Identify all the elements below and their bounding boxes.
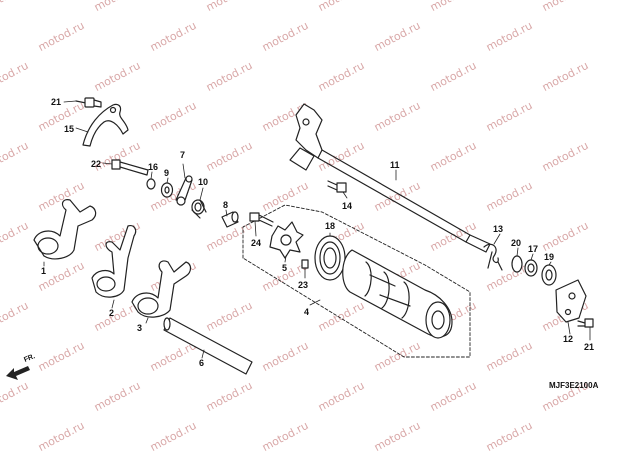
part-number-22[interactable]: 22 <box>91 159 102 169</box>
gearshift-spindle-11 <box>289 103 491 253</box>
seal-19 <box>541 264 557 286</box>
part-number-19[interactable]: 19 <box>544 252 555 262</box>
collar-20 <box>511 255 523 273</box>
bolt-14 <box>327 180 347 193</box>
bolt-22 <box>111 159 149 176</box>
part-number-6[interactable]: 6 <box>199 358 205 368</box>
washer-9 <box>160 182 174 198</box>
part-number-24[interactable]: 24 <box>251 238 262 248</box>
part-number-5[interactable]: 5 <box>282 263 288 273</box>
part-number-15[interactable]: 15 <box>64 124 75 134</box>
collar-16 <box>146 178 156 190</box>
part-number-13[interactable]: 13 <box>493 224 504 234</box>
stopper-plate-15 <box>82 103 129 147</box>
part-number-18[interactable]: 18 <box>325 221 336 231</box>
plate-12 <box>555 279 587 323</box>
shift-fork-3 <box>131 260 192 318</box>
part-number-7[interactable]: 7 <box>180 150 186 160</box>
bolt-24 <box>249 212 274 227</box>
part-number-3[interactable]: 3 <box>137 323 143 333</box>
part-number-21-top[interactable]: 21 <box>51 97 62 107</box>
part-number-10[interactable]: 10 <box>198 177 209 187</box>
part-number-11[interactable]: 11 <box>390 160 400 170</box>
dowel-8 <box>221 211 239 228</box>
shift-drum-4 <box>342 249 453 339</box>
fork-shaft-6 <box>163 317 253 375</box>
part-number-9[interactable]: 9 <box>164 168 170 178</box>
part-number-16[interactable]: 16 <box>148 162 159 172</box>
part-number-8[interactable]: 8 <box>223 200 229 210</box>
leader-lines <box>43 100 591 359</box>
drum-center-5 <box>269 221 304 259</box>
shift-fork-1 <box>33 199 97 260</box>
part-number-21-bottom[interactable]: 21 <box>584 342 595 352</box>
part-number-2[interactable]: 2 <box>109 308 115 318</box>
return-spring-13 <box>483 243 503 271</box>
stopper-arm-7 <box>175 175 193 206</box>
part-number-17[interactable]: 17 <box>528 244 539 254</box>
bolt-21-top <box>75 97 102 108</box>
bearing-18 <box>314 235 346 281</box>
shift-fork-2 <box>91 225 137 298</box>
part-number-12[interactable]: 12 <box>563 334 574 344</box>
spring-10 <box>191 199 207 219</box>
diagram-code: MJF3E2100A <box>549 381 599 390</box>
part-number-23[interactable]: 23 <box>298 280 309 290</box>
part-number-4[interactable]: 4 <box>304 307 310 317</box>
pin-23 <box>301 259 309 269</box>
part-number-14[interactable]: 14 <box>342 201 353 211</box>
part-number-20[interactable]: 20 <box>511 238 522 248</box>
front-arrow-icon <box>6 366 30 380</box>
seal-17 <box>524 259 538 277</box>
part-number-1[interactable]: 1 <box>41 266 47 276</box>
bolt-21-bottom <box>577 318 594 328</box>
